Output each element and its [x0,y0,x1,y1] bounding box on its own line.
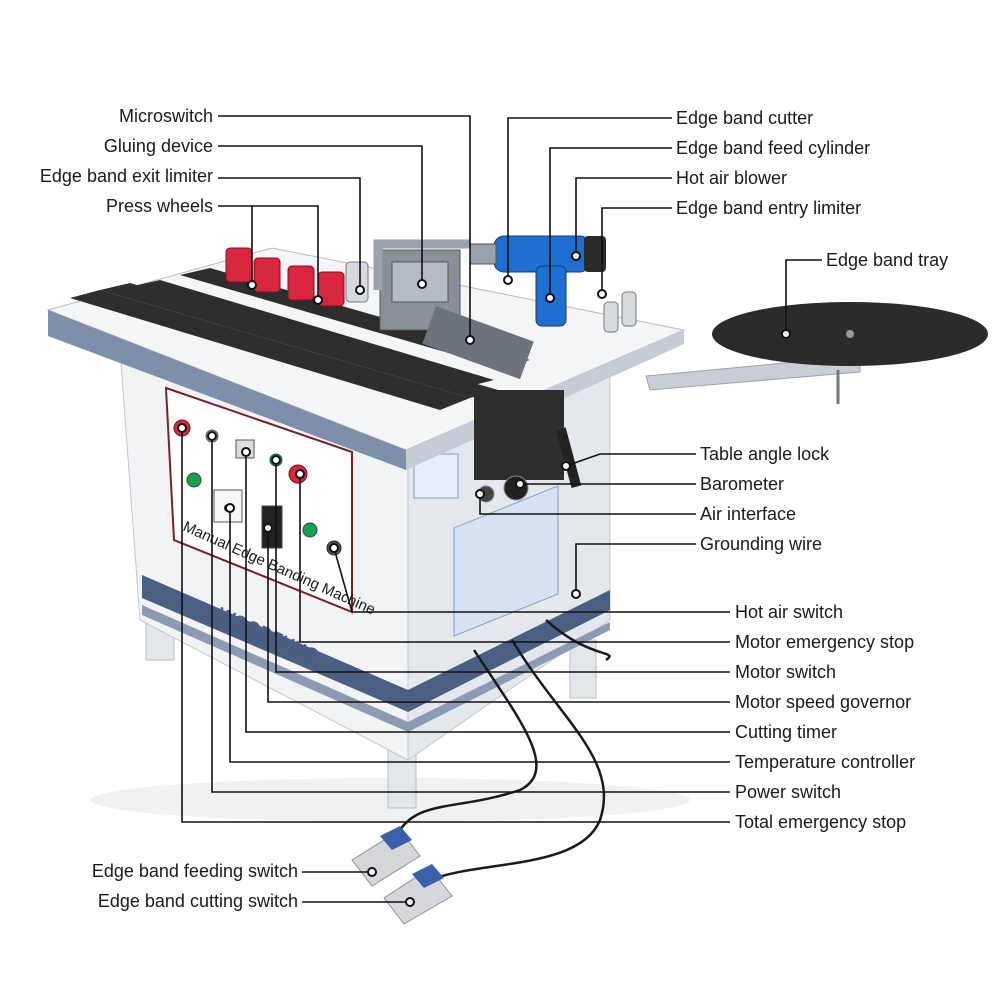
label-temperature-controller: Temperature controller [735,752,916,772]
entry-limiter-roller-2 [603,301,619,333]
side-stripe [408,590,610,712]
cutter-guard [422,306,534,380]
leader-cutting-timer [245,452,730,733]
barometer-gauge [503,475,529,501]
leader-total-emergency-stop [181,428,730,823]
label-grounding-wire: Grounding wire [700,534,823,554]
label-microswitch: Microswitch [118,106,213,126]
feeding-foot-pedal [351,826,421,887]
label-edge-band-cutter: Edge band cutter [676,108,814,128]
leader-edge-band-cutter [507,117,672,280]
angle-lock-handle [556,427,582,488]
label-edge-band-feed-cylinder: Edge band feed cylinder [676,138,871,158]
leader-dots [177,251,791,907]
side-stripe-2 [408,622,610,732]
leader-temperature-controller [229,508,730,763]
label-motor-emergency-stop: Motor emergency stop [735,632,915,652]
leader-edge-band-tray [785,259,822,334]
label-press-wheels: Press wheels [105,196,213,216]
label-hot-air-blower: Hot air blower [676,168,788,188]
leader-lines [181,115,822,903]
cables [398,619,611,882]
label-cutting-timer: Cutting timer [735,722,838,742]
leader-motor-emergency-stop [299,474,730,643]
leader-air-interface [479,494,696,515]
cutting-foot-pedal [383,864,453,925]
label-total-emergency-stop: Total emergency stop [735,812,907,832]
leader-hot-air-blower [575,177,672,256]
leader-table-angle-lock [565,453,696,467]
label-power-switch: Power switch [735,782,842,802]
leader-grounding-wire [575,543,696,594]
label-edge-band-exit-limiter: Edge band exit limiter [39,166,213,186]
exit-limiter-roller [345,261,369,303]
leader-motor-speed-governor [267,528,730,703]
label-table-angle-lock: Table angle lock [700,444,830,464]
label-motor-speed-governor: Motor speed governor [735,692,912,712]
glue-pipe [373,239,470,290]
label-air-interface: Air interface [700,504,797,524]
front-stripe [142,575,408,712]
label-edge-band-feeding-switch: Edge band feeding switch [91,861,298,881]
motor-start-button[interactable] [302,522,318,538]
label-barometer: Barometer [700,474,785,494]
front-stripe-2 [142,605,408,732]
side-info-plate [453,485,559,637]
leader-feed-cylinder [549,147,672,298]
label-edge-band-tray: Edge band tray [826,250,949,270]
leader-power-switch [211,436,730,793]
leader-exit-limiter [218,177,361,290]
press-wheels [225,247,345,307]
label-edge-band-cutting-switch: Edge band cutting switch [97,891,298,911]
leader-hot-air-switch [333,547,730,613]
label-edge-band-entry-limiter: Edge band entry limiter [676,198,862,218]
leader-microswitch [218,115,471,340]
power-green-button[interactable] [186,472,202,488]
tabletop-edge [48,310,406,470]
leader-gluing-device [218,145,423,284]
air-unit [474,390,564,480]
leader-motor-switch [275,460,730,673]
label-motor-switch: Motor switch [735,662,837,682]
label-hot-air-switch: Hot air switch [735,602,844,622]
label-gluing-device: Gluing device [103,136,213,156]
entry-limiter-roller [621,291,637,327]
tray-arm [645,355,861,391]
leader-entry-limiter [601,207,672,294]
